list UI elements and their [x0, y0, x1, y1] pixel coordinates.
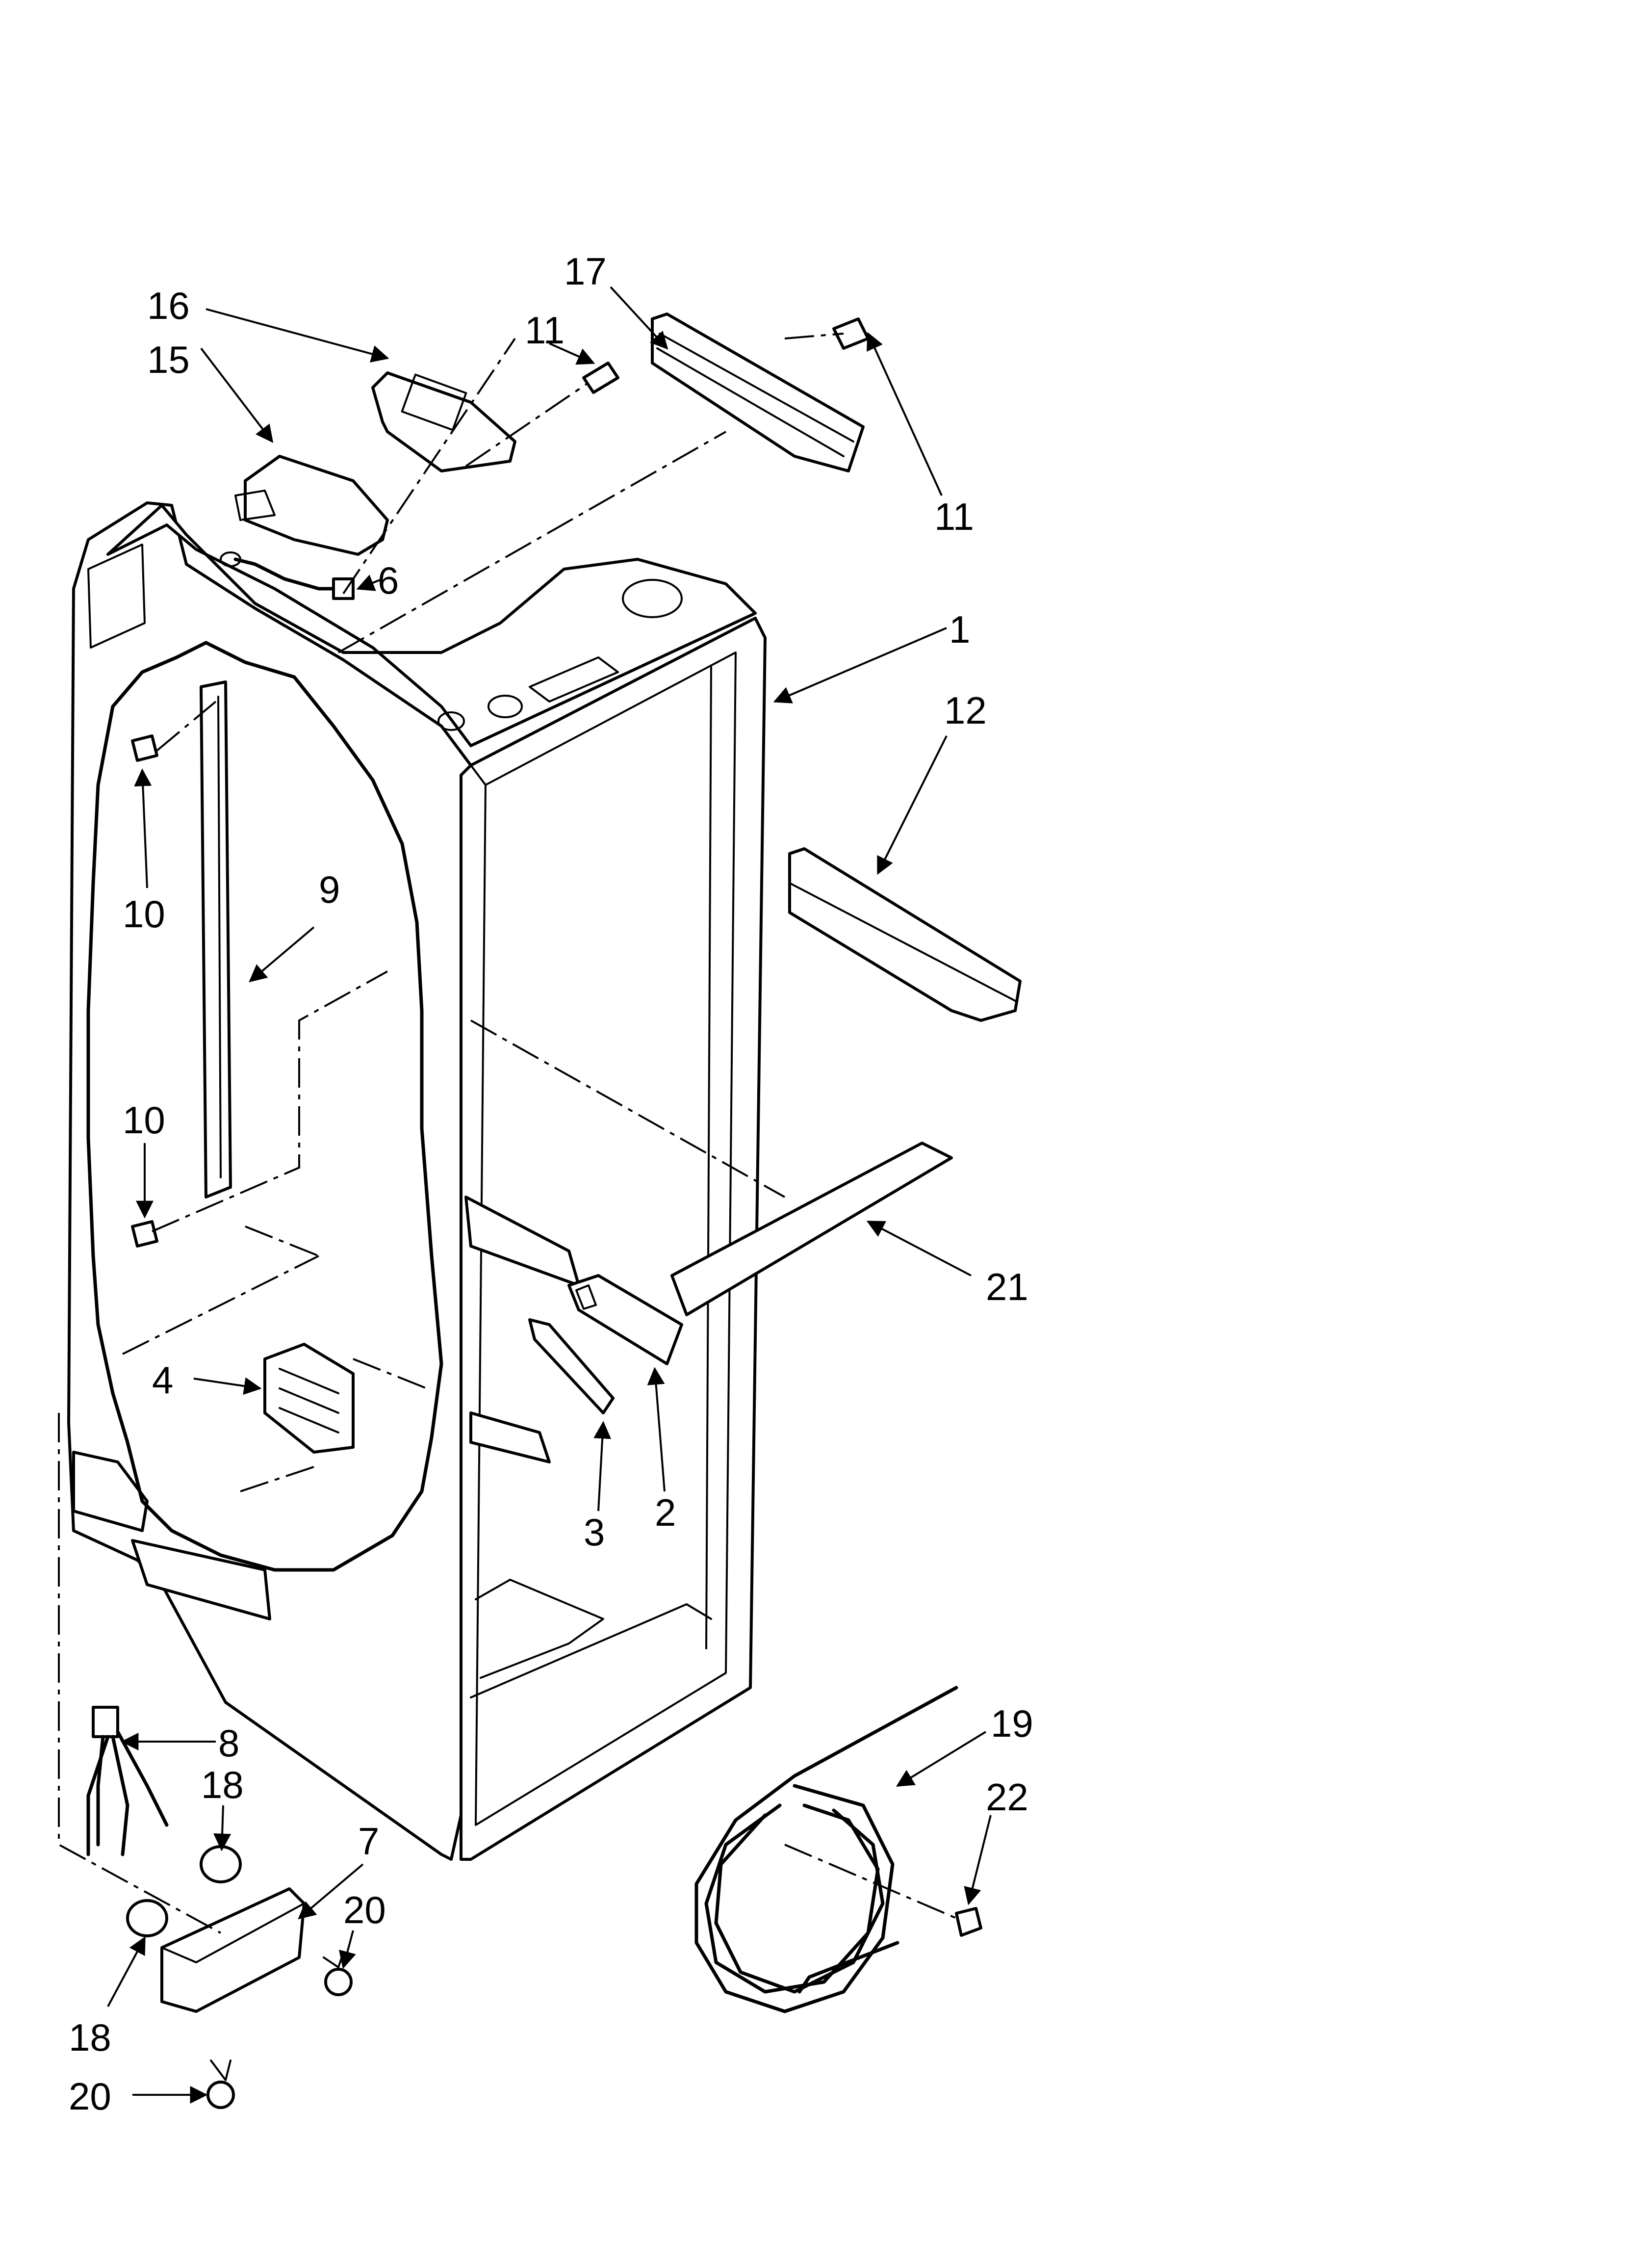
callout-11-upper: 11 — [525, 309, 564, 352]
callout-6: 6 — [378, 559, 399, 602]
grill-part-4 — [263, 1343, 355, 1454]
top-trim-strip — [651, 313, 865, 472]
callout-2: 2 — [655, 1491, 676, 1534]
callout-18-lower: 18 — [69, 2016, 111, 2059]
callout-22: 22 — [986, 1775, 1028, 1819]
screw-top-left — [582, 362, 619, 394]
housing-part-7 — [160, 1887, 306, 2013]
callout-1: 1 — [949, 608, 970, 651]
callout-21: 21 — [986, 1265, 1028, 1308]
callout-17: 17 — [564, 250, 607, 293]
fastener-upper-part-20 — [323, 1952, 353, 1996]
callout-10-upper: 10 — [123, 892, 165, 936]
knob-upper-part-18 — [200, 1845, 242, 1883]
crossbar — [670, 1142, 953, 1316]
assembly-guides — [58, 333, 957, 1934]
liner-cabinet — [67, 501, 767, 1861]
wire-harness-part-8 — [86, 1706, 169, 1856]
callout-16: 16 — [147, 284, 190, 327]
leader-arrows — [107, 286, 992, 2104]
callout-4: 4 — [152, 1358, 173, 1402]
callout-7: 7 — [358, 1820, 379, 1863]
callout-3: 3 — [584, 1511, 605, 1554]
callout-15: 15 — [147, 338, 190, 381]
callout-10-lower: 10 — [123, 1098, 165, 1142]
callout-12: 12 — [944, 689, 987, 732]
callout-19: 19 — [991, 1702, 1033, 1745]
callout-11-right: 11 — [934, 495, 974, 538]
bracket-part-3 — [528, 1318, 615, 1414]
control-bracket — [371, 371, 516, 472]
fastener-lower-part-20 — [206, 2059, 235, 2109]
callout-20-lower: 20 — [69, 2075, 111, 2118]
screw-lower-left — [131, 1220, 158, 1248]
callout-20-upper: 20 — [343, 1888, 386, 1931]
vertical-shelf-rail — [200, 680, 232, 1199]
screw-upper-left — [131, 734, 158, 762]
callout-8: 8 — [218, 1721, 239, 1765]
bracket-part-2 — [567, 1274, 683, 1365]
callout-9: 9 — [319, 868, 340, 911]
heater-wire-loop — [86, 641, 443, 1572]
callout-18-upper: 18 — [201, 1763, 244, 1806]
screw-part-22 — [955, 1907, 982, 1937]
control-housing — [234, 455, 389, 556]
coiled-tubing-part-19 — [694, 1686, 958, 2013]
knob-lower-part-18 — [126, 1899, 168, 1937]
sensor-cable — [233, 557, 345, 591]
shelf-cover — [788, 847, 1022, 1022]
